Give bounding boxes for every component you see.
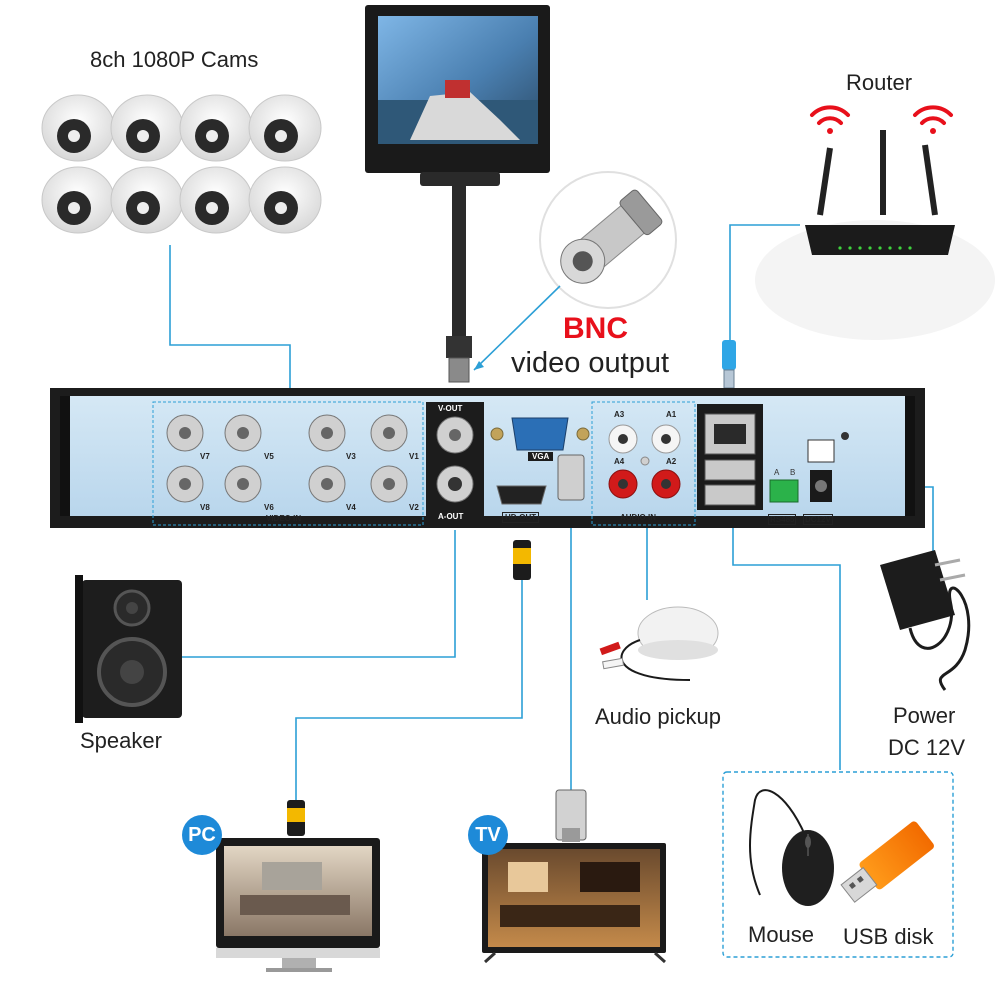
- channel-label: V8: [200, 503, 210, 512]
- wire-router: [729, 224, 800, 340]
- peripherals-box: [722, 771, 954, 958]
- mouse-label: Mouse: [748, 922, 815, 947]
- channel-label: V7: [200, 452, 210, 461]
- wire-speaker: [180, 530, 456, 658]
- channel-label: V6: [264, 503, 274, 512]
- dc12v-label: DC12V: [803, 514, 833, 525]
- dome-camera-icon: [110, 166, 184, 234]
- audio-channel-label: A1: [666, 410, 677, 419]
- dome-camera-icon: [248, 166, 322, 234]
- dome-camera-icon: [179, 166, 253, 234]
- rs485-label: RS485: [768, 514, 797, 525]
- audio-channel-label: A2: [666, 457, 677, 466]
- page-title: 8ch 1080P Cams: [90, 47, 259, 72]
- dome-camera-icon: [41, 94, 115, 162]
- v-out-label: V-OUT: [438, 404, 463, 413]
- bnc-connector-icon: [473, 171, 677, 371]
- channel-label: V5: [264, 452, 274, 461]
- channel-label: V1: [409, 452, 419, 461]
- rs485-b-label: B: [790, 468, 796, 477]
- router-label: Router: [846, 70, 913, 95]
- audio-channel-label: A4: [614, 457, 625, 466]
- speaker-label: Speaker: [80, 728, 162, 753]
- monitor-icon: [365, 5, 550, 383]
- audio-in-label: AUDIO IN: [620, 513, 656, 522]
- wifi-icon: [913, 105, 953, 134]
- microphone-icon: [599, 606, 719, 681]
- bnc-subtitle: video output: [511, 347, 670, 379]
- hdmi-cable-icon: [513, 540, 531, 580]
- wire-lines: [169, 224, 934, 800]
- tv-badge: TV: [468, 815, 508, 855]
- audio-channel-label: A3: [614, 410, 625, 419]
- power-voltage-label: DC 12V: [888, 735, 966, 760]
- hd-out-label: HD-OUT: [502, 512, 540, 523]
- power-label: Power: [893, 703, 956, 728]
- dome-camera-icon: [179, 94, 253, 162]
- channel-label: V2: [409, 503, 419, 512]
- rs485-a-label: A: [774, 468, 780, 477]
- camera-grid: [41, 94, 322, 234]
- dvr-rear-panel: [50, 388, 925, 528]
- mouse-icon: [749, 789, 834, 906]
- bnc-title: BNC: [563, 312, 628, 345]
- speaker-icon: [75, 575, 182, 723]
- usb-disk-label: USB disk: [843, 924, 934, 949]
- dome-camera-icon: [248, 94, 322, 162]
- dome-camera-icon: [110, 94, 184, 162]
- power-adapter-icon: [880, 550, 971, 691]
- wire-pc-hdmi: [295, 580, 523, 800]
- wire-usb: [732, 520, 841, 770]
- wifi-icon: [810, 105, 850, 134]
- pc-badge: PC: [182, 815, 222, 855]
- tv-icon: [482, 789, 667, 964]
- audio-pickup-label: Audio pickup: [595, 704, 721, 729]
- vga-label: VGA: [528, 452, 554, 461]
- channel-label: V4: [346, 503, 356, 512]
- router-icon: [755, 130, 995, 340]
- dome-camera-icon: [41, 166, 115, 234]
- usb-disk-icon: [840, 821, 934, 903]
- wire-cameras: [169, 245, 291, 402]
- a-out-label: A-OUT: [438, 512, 464, 521]
- video-in-label: VIDEO IN: [266, 514, 302, 523]
- channel-label: V3: [346, 452, 356, 461]
- pc-monitor-icon: [216, 800, 380, 972]
